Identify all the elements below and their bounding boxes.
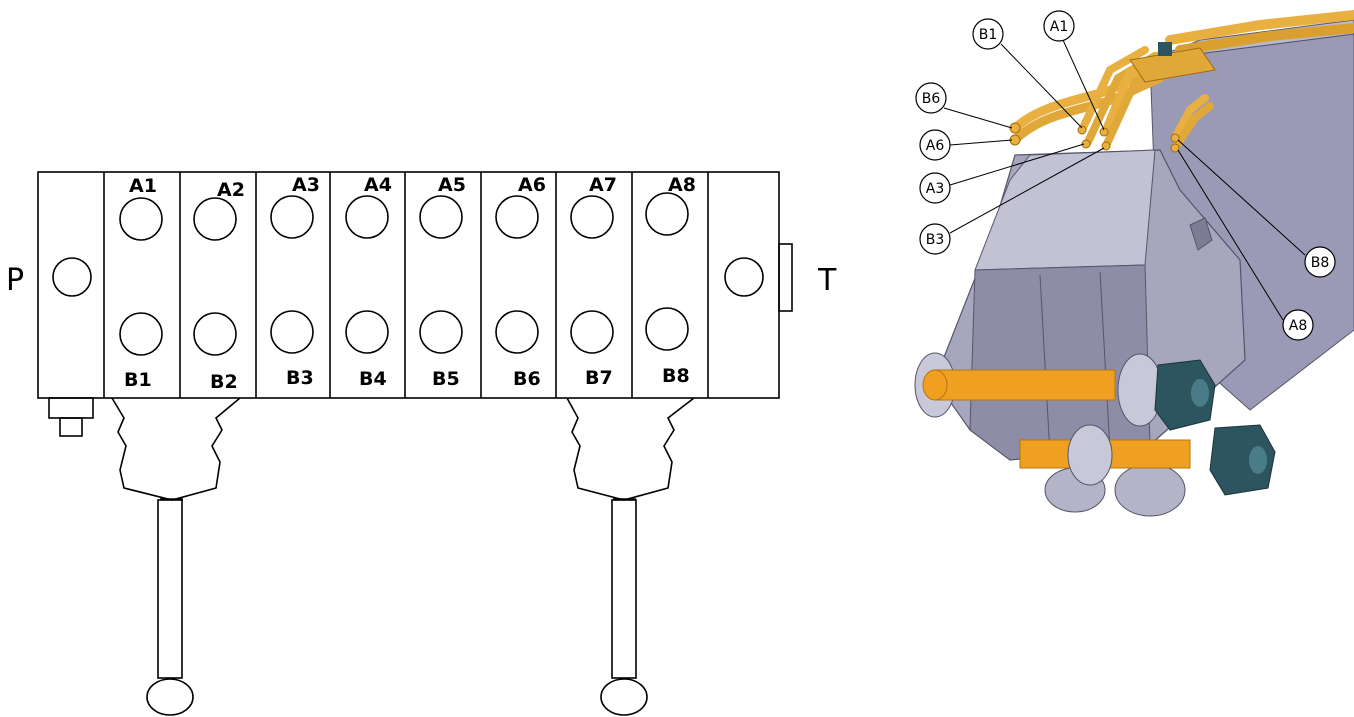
- pressure-port: [52, 257, 92, 297]
- callout-b1-circle: [972, 18, 1004, 50]
- callout-a6-circle: [919, 129, 951, 161]
- port-a2: [193, 197, 237, 241]
- tank-flange: [778, 243, 793, 312]
- port-label-a8: A8: [668, 174, 696, 196]
- port-b6: [495, 310, 539, 354]
- port-label-b3: B3: [286, 367, 314, 389]
- pressure-label: P: [6, 263, 24, 298]
- port-a3: [270, 195, 314, 239]
- callout-b3-circle: [919, 223, 951, 255]
- hose-b8: [1171, 94, 1209, 142]
- hydraulic-hoses: [1010, 10, 1354, 152]
- callout-a6: A6: [926, 138, 945, 154]
- port-label-a7: A7: [589, 174, 617, 196]
- a-port-labels: A1 A2 A3 A4 A5 A6 A7 A8: [129, 174, 696, 201]
- callout-bubbles: B1 A1 B6 A6 A3 B3 B8 A8: [915, 10, 1336, 341]
- port-label-a3: A3: [292, 174, 320, 196]
- lower-pin-spacer: [1067, 424, 1113, 486]
- bracket-slot: [1189, 217, 1213, 251]
- upper-pin-end: [922, 369, 948, 401]
- boom-illustration: B1 A1 B6 A6 A3 B3 B8 A8: [914, 10, 1354, 517]
- bracket-edge: [1099, 271, 1111, 451]
- hose-bundle: [1165, 10, 1354, 45]
- port-b3: [270, 310, 314, 354]
- lower-lug: [1114, 463, 1186, 517]
- hose-b1: [1078, 46, 1149, 134]
- drain-fitting: [48, 397, 94, 419]
- callout-a1: A1: [1050, 19, 1068, 35]
- hose-a8: [1171, 102, 1214, 152]
- port-label-a2: A2: [217, 179, 245, 201]
- port-label-b5: B5: [432, 368, 460, 390]
- b-port-labels: B1 B2 B3 B4 B5 B6 B7 B8: [124, 365, 690, 393]
- tank-label: T: [817, 263, 837, 298]
- callout-leaders: [943, 39, 1306, 321]
- clamp-bolt: [1158, 42, 1172, 56]
- bracket-edge: [1039, 274, 1051, 456]
- port-b4: [345, 310, 389, 354]
- pin-spacer: [1117, 353, 1163, 427]
- port-b8: [645, 307, 689, 351]
- right-lever-shaft: [611, 499, 637, 679]
- upper-nut: [1154, 359, 1216, 431]
- port-label-b6: B6: [513, 368, 541, 390]
- left-lever-knob: [146, 678, 194, 716]
- port-label-a4: A4: [364, 174, 392, 196]
- callout-b6-circle: [915, 82, 947, 114]
- tank-port: [724, 257, 764, 297]
- port-b1: [119, 312, 163, 356]
- callout-a3: A3: [926, 181, 944, 197]
- bracket-top-face: [974, 149, 1156, 271]
- callout-b8: B8: [1311, 255, 1330, 271]
- port-a6: [495, 195, 539, 239]
- port-label-b7: B7: [585, 367, 613, 389]
- hose-b6: [1010, 65, 1155, 133]
- callout-a8: A8: [1289, 318, 1307, 334]
- callout-b3: B3: [926, 232, 945, 248]
- port-label-b1: B1: [124, 369, 152, 391]
- left-lever-shaft: [157, 499, 183, 679]
- port-label-b2: B2: [210, 371, 238, 393]
- port-label-b4: B4: [359, 368, 387, 390]
- callout-b1: B1: [979, 27, 998, 43]
- right-lever-knob: [600, 678, 648, 716]
- left-lever-boot: [111, 397, 241, 501]
- port-a4: [345, 195, 389, 239]
- callout-a8-circle: [1282, 309, 1314, 341]
- port-label-b8: B8: [662, 365, 690, 387]
- drain-fitting-cap: [59, 417, 83, 437]
- valve-block-schematic: [37, 171, 793, 716]
- port-label-a6: A6: [518, 174, 546, 196]
- callout-a1-circle: [1043, 10, 1075, 42]
- hose-bundle: [1175, 23, 1354, 55]
- callout-b8-circle: [1304, 246, 1336, 278]
- port-b2: [193, 312, 237, 356]
- lower-nut: [1209, 424, 1276, 496]
- callout-a3-circle: [919, 172, 951, 204]
- port-a7: [570, 195, 614, 239]
- port-label-a5: A5: [438, 174, 466, 196]
- port-a8: [645, 192, 689, 236]
- hose-clamp: [1129, 47, 1216, 83]
- port-a5: [419, 195, 463, 239]
- port-label-a1: A1: [129, 175, 157, 197]
- port-a1: [119, 197, 163, 241]
- right-lever-boot: [566, 397, 695, 501]
- bracket-front-face: [969, 264, 1151, 461]
- port-b7: [570, 310, 614, 354]
- upper-pin: [934, 369, 1116, 401]
- callout-b6: B6: [922, 91, 941, 107]
- lower-nut-face: [1249, 446, 1267, 474]
- upper-nut-face: [1191, 379, 1209, 407]
- port-b5: [419, 310, 463, 354]
- hose-fittings: [1009, 122, 1180, 153]
